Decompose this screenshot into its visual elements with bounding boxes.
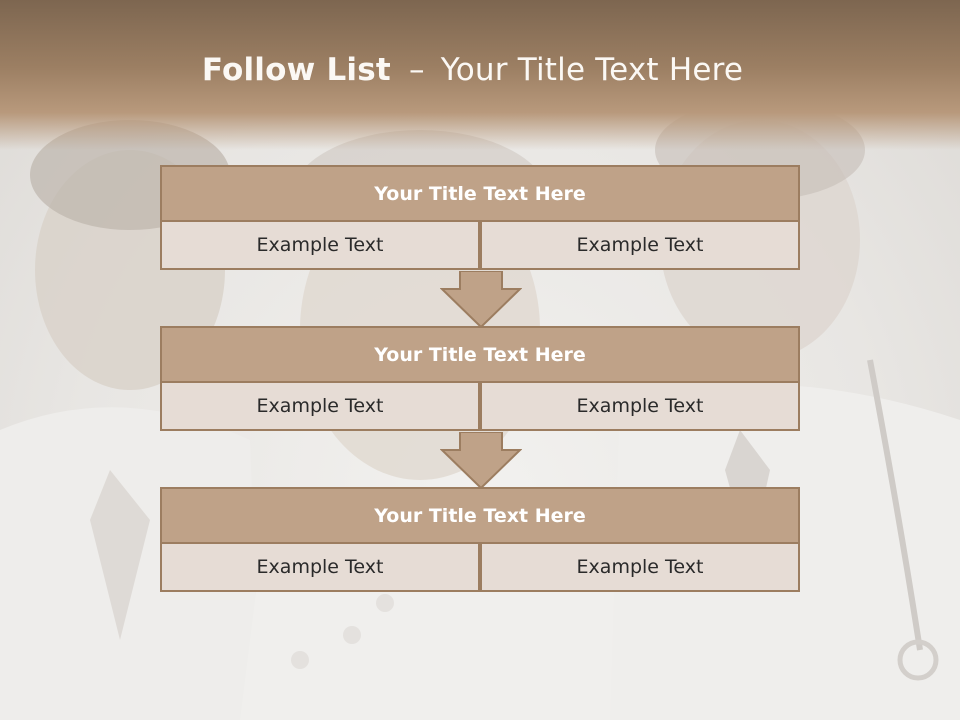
block-title[interactable]: Your Title Text Here xyxy=(160,326,800,383)
block-right-text[interactable]: Example Text xyxy=(480,381,800,431)
title-separator: – xyxy=(408,52,425,88)
slide-title: Follow List – Your Title Text Here xyxy=(0,52,945,88)
block-title[interactable]: Your Title Text Here xyxy=(160,165,800,222)
block-left-text[interactable]: Example Text xyxy=(160,542,480,592)
block-left-text[interactable]: Example Text xyxy=(160,381,480,431)
block-right-text[interactable]: Example Text xyxy=(480,220,800,270)
list-block: Your Title Text Here Example Text Exampl… xyxy=(160,326,800,431)
list-block: Your Title Text Here Example Text Exampl… xyxy=(160,165,800,270)
list-block: Your Title Text Here Example Text Exampl… xyxy=(160,487,800,592)
title-rest: Your Title Text Here xyxy=(440,52,744,88)
title-bold: Follow List xyxy=(201,52,391,88)
header-band xyxy=(0,0,960,150)
block-right-text[interactable]: Example Text xyxy=(480,542,800,592)
block-title[interactable]: Your Title Text Here xyxy=(160,487,800,544)
block-left-text[interactable]: Example Text xyxy=(160,220,480,270)
down-arrow-icon xyxy=(440,432,522,490)
down-arrow-icon xyxy=(440,271,522,329)
